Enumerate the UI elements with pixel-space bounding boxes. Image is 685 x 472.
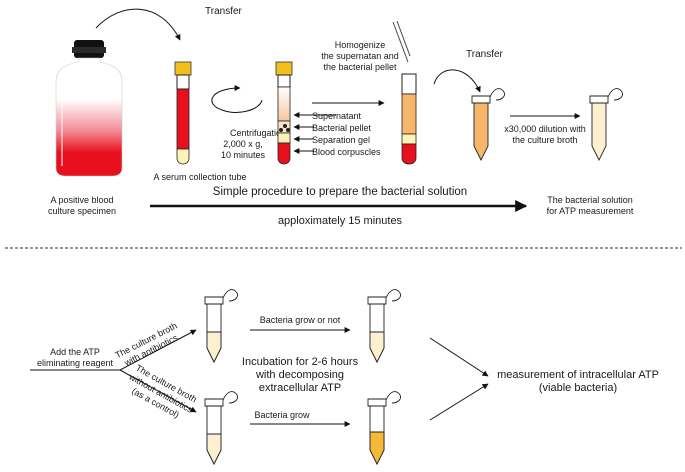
centrifuged-tube-icon	[275, 61, 293, 165]
incubation-line-3: extracellular ATP	[259, 382, 341, 394]
homogenize-line-2: the supernatan and	[321, 51, 399, 61]
tube-with-antibiotics-start-icon	[204, 289, 238, 364]
procedure-time: apploximately 15 minutes	[278, 215, 403, 227]
homogenized-tube-icon	[401, 73, 417, 165]
incubation-line-1: Incubation for 2-6 hours	[242, 356, 359, 368]
grow-or-not-label: Bacteria grow or not	[260, 315, 341, 325]
centrifugation-line-2: 2,000 x g,	[223, 139, 263, 149]
solution-label-line-1: The bacterial solution	[547, 195, 633, 205]
layer-label-gel: Separation gel	[312, 135, 370, 145]
measurement-arrow-upper	[429, 337, 489, 377]
serum-tube-label: A serum collection tube	[153, 172, 246, 182]
serum-collection-tube-icon	[174, 61, 192, 165]
dilution-line-1: x30,000 dilution with	[504, 124, 586, 134]
pipette-icon	[392, 20, 411, 63]
measurement-line-1: measurement of intracellular ATP	[497, 369, 659, 381]
tube-without-antibiotics-end-icon	[367, 391, 401, 466]
branch-arrow-lower	[119, 369, 197, 413]
specimen-label-line-1: A positive blood	[50, 195, 113, 205]
homogenize-line-1: Homogenize	[335, 40, 386, 50]
specimen-label-line-2: culture specimen	[48, 206, 116, 216]
procedure-title: Simple procedure to prepare the bacteria…	[213, 186, 467, 198]
dilution-line-2: the culture broth	[512, 135, 577, 145]
branch-arrow-upper	[119, 329, 197, 371]
bacterial-suspension-tube-icon	[471, 88, 505, 162]
layer-label-blood: Blood corpuscles	[312, 147, 381, 157]
diluted-solution-tube-icon	[589, 88, 623, 162]
layer-label-supernatant: Supernatant	[312, 111, 362, 121]
add-reagent-line-2: eliminating reagent	[37, 358, 114, 368]
centrifuge-rotation-arrow	[211, 85, 263, 113]
measurement-line-2: (viable bacteria)	[539, 382, 617, 394]
with-antibiotics-label: The culture broth with antibiotics	[114, 321, 180, 369]
solution-label-line-2: for ATP measurement	[547, 206, 634, 216]
centrifugation-line-1: Centrifugation	[230, 128, 286, 138]
add-reagent-line-1: Add the ATP	[50, 347, 100, 357]
blood-culture-bottle-icon	[55, 40, 123, 177]
measurement-arrow-lower	[429, 383, 489, 421]
centrifugation-line-3: 10 minutes	[221, 150, 266, 160]
tube-without-antibiotics-start-icon	[204, 391, 238, 466]
transfer-arrow-2	[433, 69, 481, 93]
transfer-label-1: Transfer	[205, 6, 243, 17]
without-antibiotics-label: The culture broth without antibiotics (a…	[126, 363, 198, 420]
transfer-label-2: Transfer	[466, 49, 504, 60]
transfer-arrow-1	[95, 8, 181, 41]
layer-label-pellet: Bacterial pellet	[312, 123, 372, 133]
grow-label: Bacteria grow	[254, 410, 310, 420]
tube-with-antibiotics-end-icon	[367, 289, 401, 364]
homogenize-line-3: the bacterial pellet	[323, 62, 397, 72]
incubation-line-2: with decomposing	[255, 369, 344, 381]
